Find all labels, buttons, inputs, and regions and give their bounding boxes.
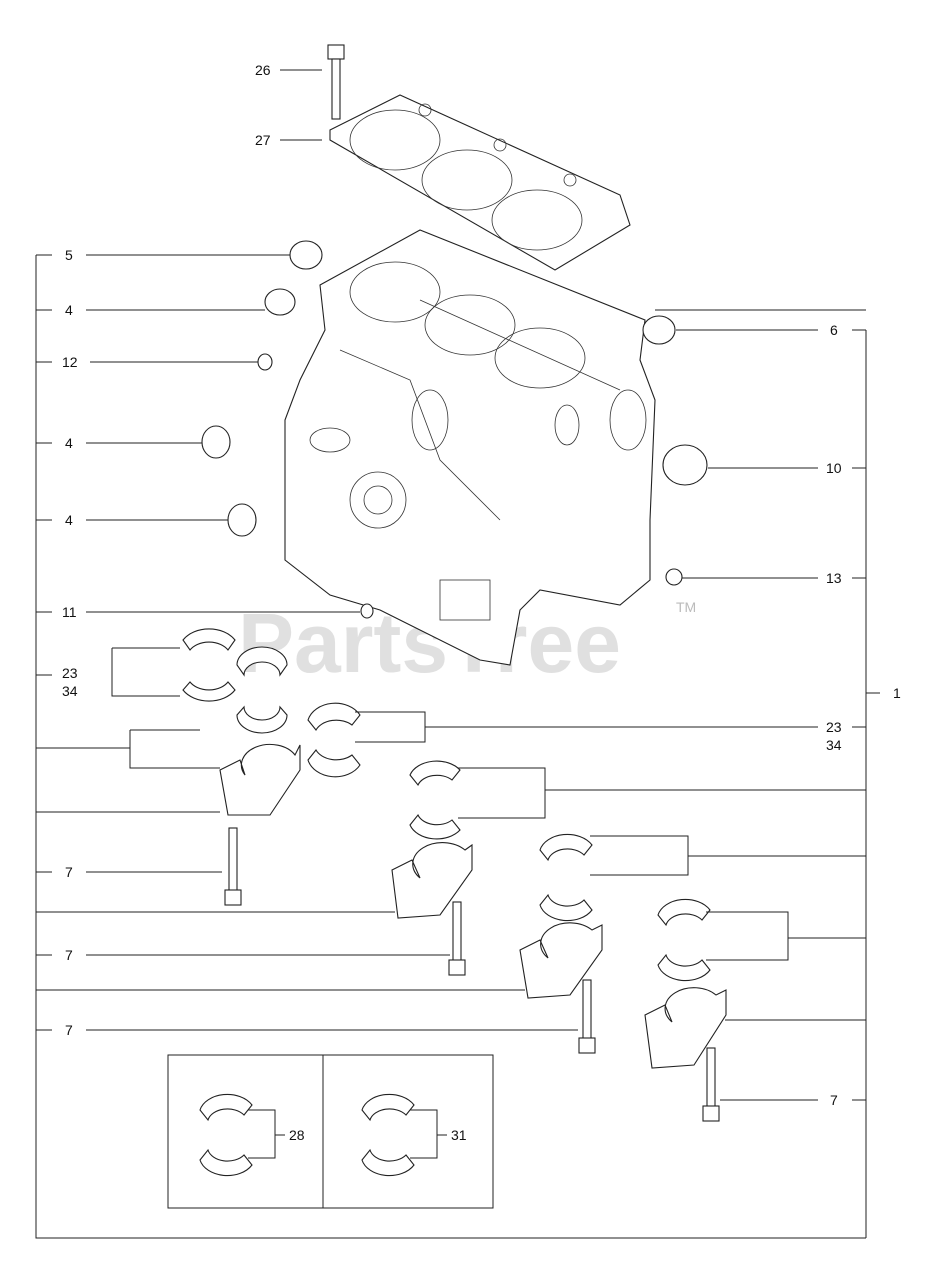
cap-bolt-4-part: [702, 1047, 720, 1122]
callout-34-left: 34: [62, 683, 78, 699]
callout-23-right: 23: [826, 719, 842, 735]
head-gasket-part: [329, 94, 631, 271]
callout-1: 1: [893, 685, 901, 701]
cap-bolt-2-part: [448, 901, 466, 976]
callout-12: 12: [62, 354, 78, 370]
cap-bolt-1-part: [224, 827, 242, 906]
callout-28: 28: [289, 1127, 305, 1143]
cylinder-block-part: [284, 229, 656, 666]
bearing-cap-3-part: [519, 922, 603, 999]
callout-7-bolt-1: 7: [65, 864, 73, 880]
callout-34-right: 34: [826, 737, 842, 753]
leader-lines: [36, 69, 880, 1159]
callout-11: 11: [62, 604, 77, 620]
callout-10: 10: [826, 460, 842, 476]
callout-4-seal-lower: 4: [65, 512, 73, 528]
bearing-cap-4-part: [644, 987, 727, 1069]
plug-5-part: [289, 240, 323, 270]
callout-13: 13: [826, 570, 842, 586]
callout-23-left: 23: [62, 665, 78, 681]
bearing-cap-1-part: [219, 743, 301, 816]
plug-13-part: [665, 568, 683, 586]
bearing-shells-middle-part: [409, 760, 711, 982]
callout-7-bolt-3: 7: [65, 1022, 73, 1038]
callout-4-plug: 4: [65, 302, 73, 318]
callout-27: 27: [255, 132, 271, 148]
seal-4-upper-part: [201, 425, 231, 459]
cap-bolt-3-part: [578, 979, 596, 1054]
callout-31: 31: [451, 1127, 467, 1143]
callout-7-bolt-2: 7: [65, 947, 73, 963]
plug-4-part: [264, 288, 296, 316]
callout-6: 6: [830, 322, 838, 338]
bearing-set-28-part: [199, 1093, 253, 1177]
callout-5: 5: [65, 247, 73, 263]
left-bracket-line: [35, 255, 866, 1239]
fitting-12-part: [257, 353, 273, 371]
seal-4-lower-part: [227, 503, 257, 537]
bearing-cap-2-part: [391, 842, 473, 919]
head-bolt-part: [327, 44, 345, 120]
bearing-shells-left-part: [182, 628, 361, 778]
fitting-11-part: [360, 603, 374, 619]
callout-7-bolt-4: 7: [830, 1092, 838, 1108]
bearing-set-31-part: [361, 1093, 415, 1177]
inset-box: [167, 1054, 494, 1209]
plug-6-part: [642, 315, 676, 345]
callout-26: 26: [255, 62, 271, 78]
callout-4-seal-upper: 4: [65, 435, 73, 451]
bushing-10-part: [662, 444, 708, 486]
watermark-trademark: TM: [676, 599, 696, 615]
